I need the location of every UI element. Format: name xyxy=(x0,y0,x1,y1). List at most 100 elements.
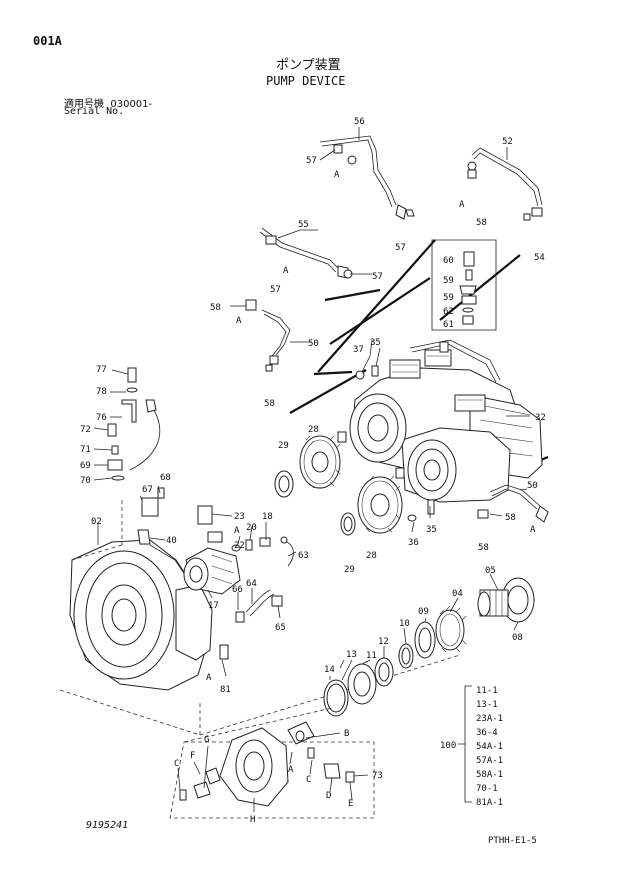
kit-item: 23A-1 xyxy=(476,714,503,724)
callout: G xyxy=(204,735,209,745)
gear-set-lower xyxy=(340,475,403,536)
callout: 20 xyxy=(246,523,257,533)
callout: 72 xyxy=(80,425,91,435)
callout: 28 xyxy=(308,425,319,435)
kit-item: 11-1 xyxy=(476,686,498,696)
drawing-number: 9195241 xyxy=(86,820,129,831)
sensor-bracket-group xyxy=(107,367,165,545)
callout: A xyxy=(206,673,212,683)
callout: 58 xyxy=(264,399,275,409)
bolt-81 xyxy=(219,644,229,660)
callout: 12 xyxy=(378,637,389,647)
callout: 23 xyxy=(234,512,245,522)
kit-list: 100 11-1 13-1 23A-1 36-4 54A-1 57A-1 58A… xyxy=(440,686,503,808)
callout: 58 xyxy=(210,303,221,313)
callout: 29 xyxy=(278,441,289,451)
callout: 59 xyxy=(443,276,454,286)
callout: 57 xyxy=(372,272,383,282)
callout: A xyxy=(283,266,289,276)
callout: A xyxy=(459,200,465,210)
kit-item: 70-1 xyxy=(476,784,498,794)
callout: 70 xyxy=(80,476,91,486)
callout: 62 xyxy=(443,307,454,317)
callout: 57 xyxy=(395,243,406,253)
callout: 17 xyxy=(208,601,219,611)
callout: 65 xyxy=(275,623,286,633)
callout: 14 xyxy=(324,665,335,675)
kit-bracket xyxy=(458,685,472,803)
callout: 64 xyxy=(246,579,257,589)
callout: A xyxy=(234,526,240,536)
callout: 81 xyxy=(220,685,231,695)
kit-item: 81A-1 xyxy=(476,798,503,808)
callout: A xyxy=(236,316,242,326)
kit-item: 58A-1 xyxy=(476,770,503,780)
callout: F xyxy=(190,751,195,761)
callout: 18 xyxy=(262,512,273,522)
page-title: PUMP DEVICE xyxy=(266,74,346,88)
callout: 57 xyxy=(270,285,281,295)
callout: 78 xyxy=(96,387,107,397)
housing-group-outline xyxy=(59,500,461,736)
fastener-group-box xyxy=(431,239,497,331)
callout: A xyxy=(334,170,340,180)
page-title-jp: ポンプ装置 xyxy=(276,58,341,73)
kit-item: 36-4 xyxy=(476,728,498,738)
pipe-assembly-52 xyxy=(467,147,543,221)
pipe-assembly-50-lower xyxy=(407,484,549,523)
callout: 28 xyxy=(366,551,377,561)
callout: 55 xyxy=(298,220,309,230)
callout: H xyxy=(250,815,255,825)
callout: 66 xyxy=(232,585,243,595)
callout: 04 xyxy=(452,589,463,599)
callout: 54 xyxy=(534,253,545,263)
callout: 08 xyxy=(512,633,523,643)
callout: D xyxy=(326,791,331,801)
callout: 40 xyxy=(166,536,177,546)
callout: 50 xyxy=(308,339,319,349)
callout: 10 xyxy=(399,619,410,629)
callout: C xyxy=(174,759,179,769)
callout: 22 xyxy=(234,541,245,551)
callout: 60 xyxy=(443,256,454,266)
serial-value: 030001- xyxy=(110,99,153,110)
callout: B xyxy=(344,729,349,739)
callout: 63 xyxy=(298,551,309,561)
callout: A xyxy=(530,525,536,535)
flywheel-housing xyxy=(69,539,213,691)
callout: 58 xyxy=(505,513,516,523)
callout: C xyxy=(306,775,311,785)
callout: A xyxy=(288,765,294,775)
callout: 61 xyxy=(443,320,454,330)
callout: 02 xyxy=(91,517,102,527)
gear-pump-17 xyxy=(183,505,294,595)
serial-label: Serial No. xyxy=(64,106,125,117)
callout: 58 xyxy=(478,543,489,553)
callout: 35 xyxy=(370,338,381,348)
kit-item: 57A-1 xyxy=(476,756,503,766)
callout: 59 xyxy=(443,293,454,303)
main-pump-unit xyxy=(337,339,543,503)
coupling-detail xyxy=(169,707,375,819)
callout: 58 xyxy=(476,218,487,228)
serial-label-jp-text: 適用号機 xyxy=(64,99,104,110)
kit-item: 54A-1 xyxy=(476,742,503,752)
callout: 36 xyxy=(408,538,419,548)
callout: 09 xyxy=(418,607,429,617)
hose-assembly-64 xyxy=(235,589,283,623)
callout: 29 xyxy=(344,565,355,575)
callout: 13 xyxy=(346,650,357,660)
callout: 56 xyxy=(354,117,365,127)
callout: 76 xyxy=(96,413,107,423)
callout: 69 xyxy=(80,461,91,471)
callout: 32 xyxy=(535,413,546,423)
callout-leaders xyxy=(93,127,530,812)
pipe-assembly-56 xyxy=(319,135,415,220)
callout: 73 xyxy=(372,771,383,781)
callout: 77 xyxy=(96,365,107,375)
serial-label-jp: 適用号機 030001- xyxy=(64,95,152,110)
callout-labels: 56 57 A 52 55 57 A 58 A 57 54 57 60 59 5… xyxy=(80,117,546,825)
document-code: PTHH-E1-5 xyxy=(488,836,537,846)
callout: 71 xyxy=(80,445,91,455)
